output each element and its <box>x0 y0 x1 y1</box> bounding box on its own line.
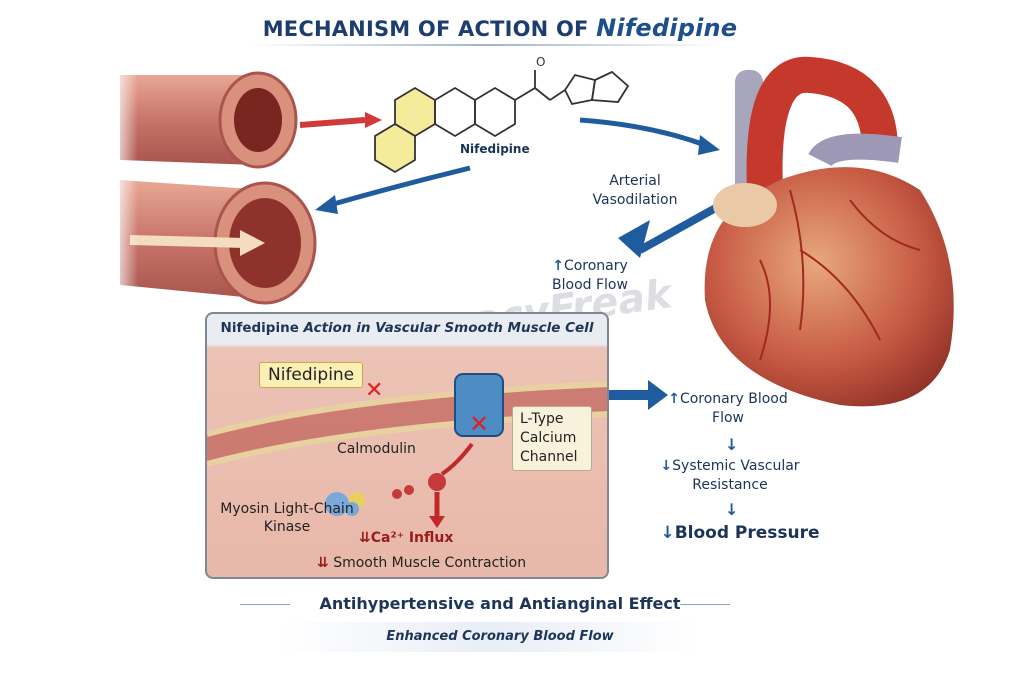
contraction-text: Smooth Muscle Contraction <box>333 555 527 571</box>
heart-illustration <box>704 56 954 407</box>
arterial-vasodilation-label: Arterial Vasodilation <box>592 173 678 208</box>
page-title: MECHANISM OF ACTION OF Nifedipine <box>0 14 1000 42</box>
calcium-channel-icon <box>454 373 504 437</box>
coronary-flow-effect: ↑Coronary Blood Flow <box>668 390 788 428</box>
title-prefix: MECHANISM OF ACTION OF <box>262 17 597 41</box>
coronary-flow-text: Coronary Blood Flow <box>679 391 788 426</box>
title-divider <box>250 44 720 46</box>
down-arrow-icon: ↓ <box>725 435 739 454</box>
calmodulin-label: Calmodulin <box>337 441 416 457</box>
red-arrowhead-icon <box>365 112 382 128</box>
coronary-flow-top-text: Coronary Blood Flow <box>552 258 628 293</box>
down-arrow-icon: ↓ <box>725 500 739 519</box>
bp-effect: ↓Blood Pressure <box>655 524 825 543</box>
block-x-icon: ✕ <box>365 378 383 403</box>
panel-title-drug: Nifedipine <box>220 320 299 336</box>
arrowhead-icon <box>648 380 668 410</box>
up-arrow-icon: ↑ <box>552 258 564 274</box>
membrane-illustration: ✕ ✕ <box>207 373 607 528</box>
footer-effect: Antihypertensive and Antianginal Effect <box>319 594 681 613</box>
cell-action-panel: Nifedipine Action in Vascular Smooth Mus… <box>205 312 609 579</box>
footer-band <box>280 622 700 652</box>
block-x-icon: ✕ <box>469 410 489 438</box>
down-arrow-icon: ↓ <box>660 523 675 543</box>
up-arrow-icon: ↑ <box>668 391 680 407</box>
ca-influx-text: Ca²⁺ Influx <box>370 530 454 546</box>
panel-title: Nifedipine Action in Vascular Smooth Mus… <box>207 320 607 336</box>
divider <box>240 604 290 605</box>
mlck-label: Myosin Light-Chain Kinase <box>220 501 354 535</box>
normal-artery-illustration <box>110 70 298 170</box>
panel-title-rest: Action in Vascular Smooth Muscle Cell <box>298 320 594 336</box>
contraction-label: ⇊ Smooth Muscle Contraction <box>317 554 526 572</box>
svr-effect: ↓Systemic Vascular Resistance <box>655 457 805 495</box>
arrowhead-icon <box>618 220 650 258</box>
title-drug: Nifedipine <box>596 14 738 42</box>
blue-arrow-to-artery <box>329 165 471 208</box>
double-down-arrow-icon: ⇊ <box>359 530 371 546</box>
footer-sub: Enhanced Coronary Blood Flow <box>386 629 614 644</box>
blue-arrow-to-heart <box>579 117 706 148</box>
oxygen-atom: O <box>536 55 545 69</box>
nifedipine-structure <box>374 70 630 174</box>
down-arrow-icon: ↓ <box>660 458 673 474</box>
ca-influx-label: ⇊Ca²⁺ Influx <box>359 530 453 546</box>
divider <box>680 604 730 605</box>
red-arrow-icon <box>299 117 366 128</box>
dilated-artery-illustration <box>110 175 317 305</box>
svr-text: Systemic Vascular Resistance <box>672 458 800 493</box>
molecule-label: Nifedipine <box>460 142 530 156</box>
nifedipine-tag: Nifedipine <box>259 362 364 388</box>
bp-text: Blood Pressure <box>674 523 820 543</box>
arrowhead-icon <box>698 135 720 155</box>
coronary-flow-top-label: ↑Coronary Blood Flow <box>540 257 640 295</box>
arrowhead-icon <box>315 195 338 214</box>
double-down-arrow-icon: ⇊ <box>317 555 329 571</box>
l-type-channel-tag: L-Type Calcium Channel <box>512 406 592 471</box>
